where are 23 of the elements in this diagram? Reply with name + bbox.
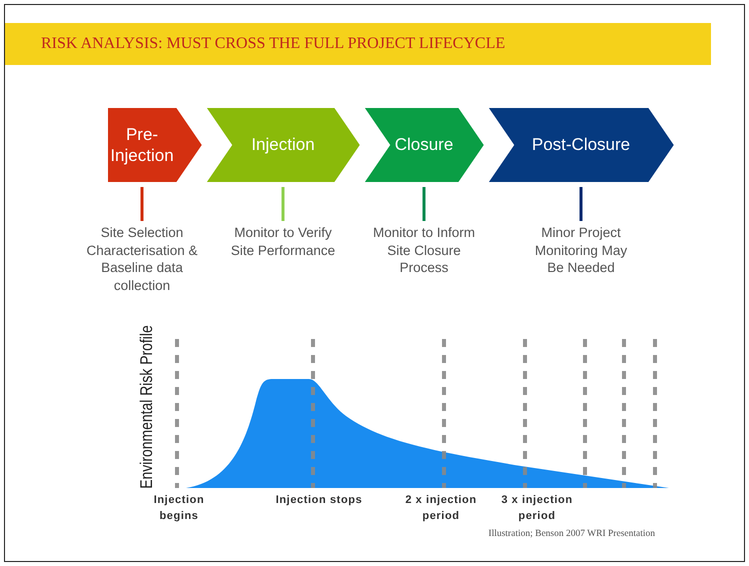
connector-line <box>140 187 144 221</box>
stage-description: Monitor to Inform Site Closure Process <box>368 224 480 277</box>
stage-description: Monitor to Verify Site Performance <box>227 224 339 260</box>
connector-line <box>282 187 284 221</box>
stage-label: Post-Closure <box>532 134 630 156</box>
stage-label: Closure <box>394 134 454 156</box>
phase-block <box>205 107 361 183</box>
axis-label: Environmental Risk Profile <box>137 325 157 489</box>
title: RISK ANALYSIS: MUST CROSS THE FULL PROJECT LIFECYCLE <box>41 35 506 53</box>
timeline-label: Injection stops <box>274 493 364 508</box>
phase-block <box>487 107 675 183</box>
source-note: Illustration; Benson 2007 WRI Presentation <box>487 529 655 539</box>
phase-block <box>107 107 203 183</box>
stage-label: Injection <box>251 134 315 156</box>
phase-block <box>363 107 485 183</box>
timeline-label: Injection begins <box>152 493 206 524</box>
stage-label: Pre- Injection <box>109 124 175 166</box>
connector-line <box>422 187 426 221</box>
stage-description: Site Selection Characterisation & Baseline data collection <box>86 224 198 294</box>
connector-line <box>580 187 582 221</box>
timeline-label: 2 x injection period <box>404 493 478 524</box>
stage-description: Minor Project Monitoring May Be Needed <box>525 224 637 277</box>
timeline-label: 3 x injection period <box>500 493 574 524</box>
